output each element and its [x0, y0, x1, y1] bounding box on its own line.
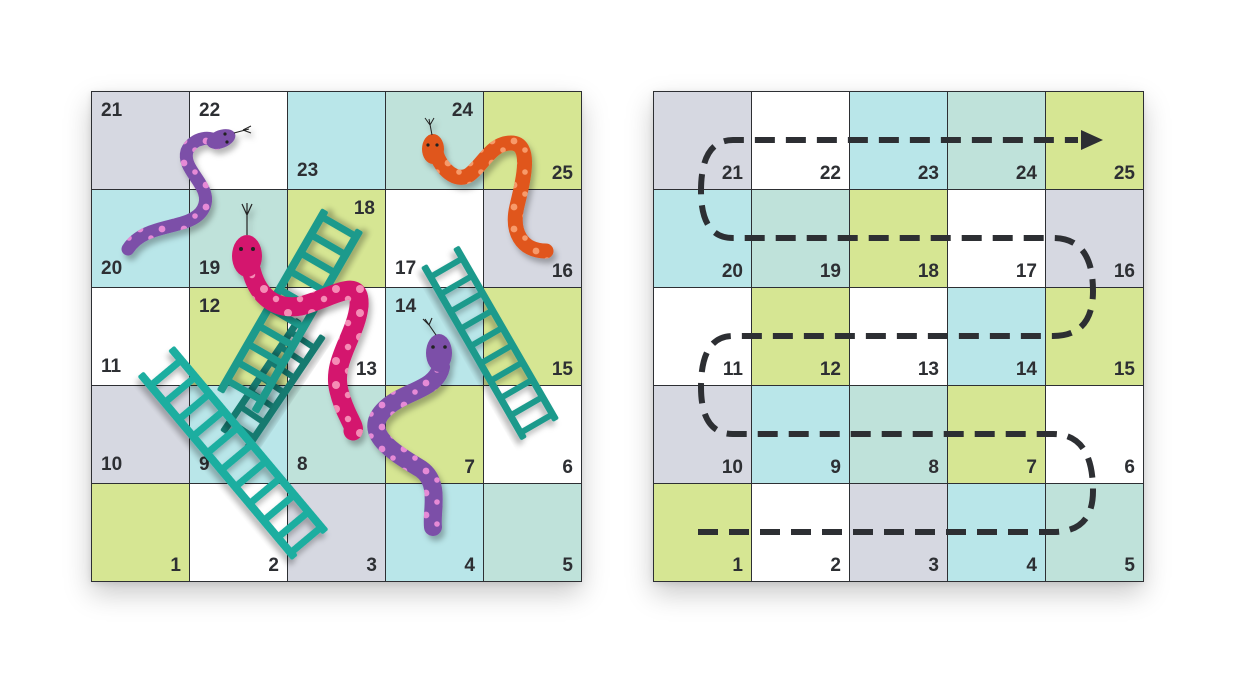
square-number: 21 — [101, 100, 123, 121]
square-number: 15 — [551, 359, 573, 380]
square-number: 14 — [1015, 359, 1037, 380]
serpentine-dashed-path — [697, 137, 1097, 535]
square-number: 3 — [366, 555, 377, 576]
square-number: 24 — [451, 100, 473, 121]
square-number: 2 — [268, 555, 279, 576]
board-square: 23 — [287, 91, 386, 190]
square-number: 10 — [101, 454, 123, 475]
board-square: 3 — [287, 483, 386, 582]
board-square: 15 — [483, 287, 582, 386]
square-number: 9 — [830, 457, 841, 478]
square-number: 4 — [1026, 555, 1037, 576]
square-number: 17 — [395, 258, 417, 279]
square-number: 5 — [562, 555, 573, 576]
square-number: 20 — [101, 258, 123, 279]
square-number: 9 — [199, 454, 210, 475]
square-number: 3 — [928, 555, 939, 576]
square-number: 19 — [199, 258, 221, 279]
ladder-17-7 — [421, 246, 559, 440]
path-end-arrow-icon — [1081, 130, 1103, 150]
square-number: 22 — [819, 163, 841, 184]
square-number: 19 — [819, 261, 841, 282]
square-number: 12 — [819, 359, 841, 380]
square-number: 21 — [721, 163, 743, 184]
square-number: 11 — [722, 359, 743, 380]
board-square: 16 — [483, 189, 582, 288]
square-number: 7 — [1026, 457, 1037, 478]
square-number: 20 — [721, 261, 743, 282]
square-number: 11 — [101, 356, 122, 377]
square-number: 2 — [830, 555, 841, 576]
square-number: 16 — [551, 261, 573, 282]
square-number: 4 — [464, 555, 475, 576]
square-number: 12 — [199, 296, 221, 317]
board-square: 21 — [91, 91, 190, 190]
square-number: 1 — [170, 555, 181, 576]
square-number: 23 — [297, 160, 319, 181]
square-number: 18 — [917, 261, 939, 282]
square-number: 10 — [721, 457, 743, 478]
ladder-11-2 — [138, 346, 328, 560]
board-square: 19 — [751, 189, 850, 288]
square-number: 8 — [297, 454, 308, 475]
square-number: 15 — [1113, 359, 1135, 380]
purple-snake-22-20 — [121, 125, 252, 256]
square-number: 5 — [1124, 555, 1135, 576]
purple-snake-14-4 — [367, 317, 452, 536]
board-square: 10 — [91, 385, 190, 484]
square-number: 18 — [353, 198, 375, 219]
square-number: 6 — [1124, 457, 1135, 478]
square-number: 7 — [464, 457, 475, 478]
square-number: 23 — [917, 163, 939, 184]
board-square: 6 — [1045, 385, 1144, 484]
square-number: 8 — [928, 457, 939, 478]
square-number: 17 — [1015, 261, 1037, 282]
square-number: 1 — [732, 555, 743, 576]
orange-snake-24-16 — [422, 117, 554, 259]
magenta-snake-19-13 — [232, 203, 369, 441]
snakes-and-ladders-overlay — [121, 117, 559, 560]
square-number: 16 — [1113, 261, 1135, 282]
board-square: 1 — [91, 483, 190, 582]
square-number: 25 — [551, 163, 573, 184]
square-number: 6 — [562, 457, 573, 478]
board-square: 5 — [483, 483, 582, 582]
square-number: 25 — [1113, 163, 1135, 184]
square-number: 24 — [1015, 163, 1037, 184]
square-number: 13 — [355, 359, 377, 380]
square-number: 13 — [917, 359, 939, 380]
square-number: 14 — [395, 296, 417, 317]
path-overlay — [697, 130, 1103, 535]
square-number: 22 — [199, 100, 221, 121]
